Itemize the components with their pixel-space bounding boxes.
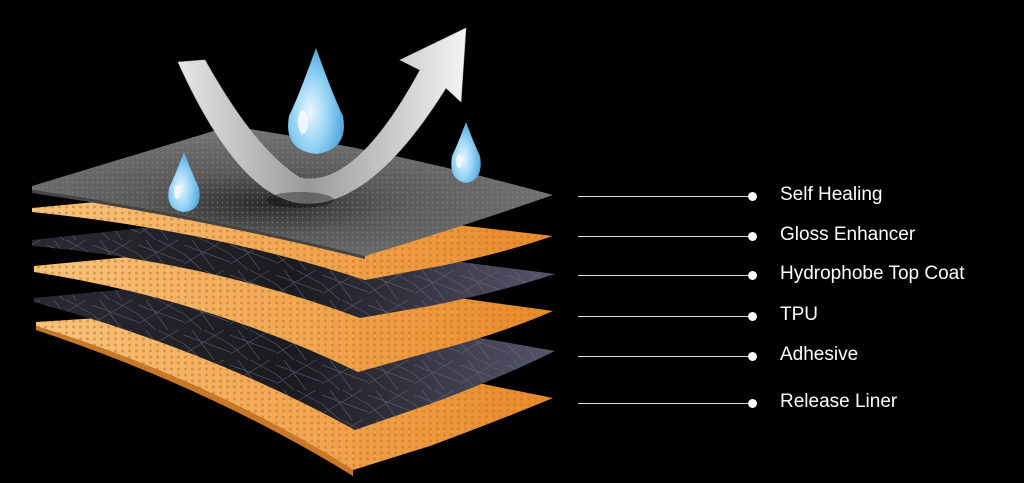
legend-row-tpu: TPU <box>578 302 1018 332</box>
legend-row-self-healing: Self Healing <box>578 182 1018 212</box>
leader-dot <box>748 232 757 241</box>
water-drop-icon <box>168 152 200 212</box>
legend-row-hydrophobe-top-coat: Hydrophobe Top Coat <box>578 261 1018 291</box>
layer-hydrophobe-top-coat <box>32 226 555 318</box>
leader-dot <box>748 312 757 321</box>
leader-line <box>578 356 752 358</box>
legend-row-release-liner: Release Liner <box>578 389 1018 419</box>
leader-line <box>578 316 752 318</box>
leader-dot <box>748 399 757 408</box>
leader-line <box>578 275 752 277</box>
layer-tpu <box>34 254 553 372</box>
water-drop-icon <box>451 122 481 183</box>
legend-row-gloss-enhancer: Gloss Enhancer <box>578 222 1018 252</box>
leader-dot <box>748 192 757 201</box>
layer-label: Hydrophobe Top Coat <box>780 263 965 284</box>
layer-adhesive <box>34 286 555 430</box>
layer-label: Gloss Enhancer <box>780 224 916 245</box>
leader-line <box>578 403 752 405</box>
layer-label: Adhesive <box>780 344 859 365</box>
leader-line <box>578 236 752 238</box>
leader-dot <box>748 271 757 280</box>
leader-dot <box>748 352 757 361</box>
layer-label: Self Healing <box>780 184 883 205</box>
layer-label: TPU <box>780 304 818 325</box>
legend-row-adhesive: Adhesive <box>578 342 1018 372</box>
bounce-arrow-icon <box>177 27 467 208</box>
water-drop-icon <box>288 48 344 154</box>
layer-label: Release Liner <box>780 391 898 412</box>
leader-line <box>578 196 752 198</box>
